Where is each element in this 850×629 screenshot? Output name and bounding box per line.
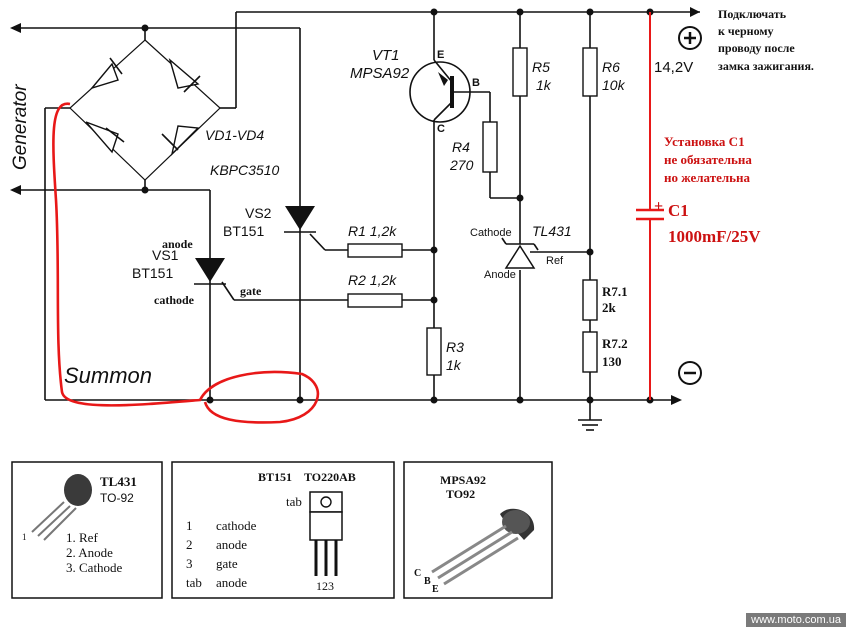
r7-2-value: 130 — [602, 354, 622, 369]
bt151-pin-num-3: 3 — [186, 556, 193, 571]
vt1-part-label: MPSA92 — [350, 65, 410, 82]
thyristor-vs1 — [194, 258, 226, 285]
r1-label: R1 1,2k — [348, 223, 397, 239]
tl431-pinout-title: TL431 — [100, 474, 137, 489]
mpsa92-pinout-title: MPSA92 — [440, 473, 486, 487]
resistor-r6 — [582, 47, 598, 97]
vs1-label: VS1 — [152, 247, 179, 263]
diode-icon — [161, 125, 200, 157]
note-line-3: проводу после — [718, 41, 795, 55]
pin-b-label: B — [472, 77, 480, 89]
watermark: www.moto.com.ua — [746, 613, 846, 627]
c1-note-line-1: Установка С1 — [664, 134, 745, 149]
bt151-tab-label: tab — [286, 494, 302, 509]
r7-1-label: R7.1 — [602, 284, 628, 299]
bt151-pin-name-tab: anode — [216, 575, 247, 590]
to92-package-icon — [31, 474, 92, 541]
resistor-r1 — [347, 243, 403, 258]
vs2-label: VS2 — [245, 205, 272, 221]
pinout-bt151-panel: BT151 TO220AB tab 123 1 cathode 2 anode … — [171, 461, 395, 599]
gate-label: gate — [240, 284, 262, 298]
r7-2-label: R7.2 — [602, 336, 628, 351]
r2-label: R2 1,2k — [348, 272, 397, 288]
c1-label: C1 — [668, 201, 689, 220]
vs1-part-label: BT151 — [132, 265, 173, 281]
voltage-label: 14,2V — [654, 59, 693, 76]
anode-label: anode — [162, 237, 193, 251]
to220-package-icon — [309, 491, 343, 576]
thyristor-vs2 — [284, 206, 316, 233]
r7-1-value: 2k — [602, 300, 617, 315]
tl431-pin-3: 3. Cathode — [66, 560, 123, 575]
tl431-ref-label: Ref — [546, 255, 564, 267]
resistor-r5 — [512, 47, 528, 97]
mpsa92-pinout-package: TO92 — [446, 487, 475, 501]
transistor-vt1 — [409, 59, 471, 123]
bt151-pinout-package: TO220AB — [304, 470, 356, 484]
r4-value: 270 — [449, 157, 474, 173]
summon-label: Summon — [64, 363, 152, 388]
tl431-pin-2: 2. Anode — [66, 545, 113, 560]
minus-terminal-icon — [678, 361, 702, 385]
mpsa92-pin-b: B — [424, 576, 431, 587]
tl431-label: TL431 — [532, 223, 572, 239]
r3-label: R3 — [446, 339, 464, 355]
pin-c-label: C — [437, 123, 445, 135]
capacitor-c1 — [636, 12, 664, 400]
note-line-1: Подключать — [718, 7, 787, 21]
tl431-pin-1: 1. Ref — [66, 530, 98, 545]
pinout-tl431-panel: 1 TL431 TO-92 1. Ref 2. Anode 3. Cathode — [11, 461, 163, 599]
c1-value: 1000mF/25V — [668, 227, 761, 246]
bt151-pin-name-3: gate — [216, 556, 238, 571]
pinout-mpsa92-panel: MPSA92 TO92 C B E — [403, 461, 553, 599]
diode-icon — [85, 121, 125, 154]
c1-note-line-3: но желательна — [664, 170, 751, 185]
r5-label: R5 — [532, 59, 550, 75]
r3-value: 1k — [446, 357, 462, 373]
cathode-label: cathode — [154, 293, 195, 307]
tl431-anode-label: Anode — [484, 269, 516, 281]
r5-value: 1k — [536, 77, 552, 93]
resistor-r7-1 — [582, 279, 598, 321]
mpsa92-pin-e: E — [432, 584, 439, 595]
tl431-regulator — [501, 228, 539, 269]
vs2-part-label: BT151 — [223, 223, 264, 239]
resistor-r4 — [482, 121, 498, 173]
wires — [10, 7, 700, 431]
tl431-cathode-label: Cathode — [470, 227, 512, 239]
diode-bridge — [69, 39, 221, 181]
mpsa92-pin-c: C — [414, 568, 421, 579]
diode-icon — [89, 57, 123, 90]
bridge-part-label: KBPC3510 — [210, 162, 279, 178]
bt151-pinout-title: BT151 — [258, 470, 292, 484]
diode-icon — [168, 57, 201, 93]
plus-terminal-icon — [678, 26, 702, 50]
to92-package-icon — [431, 508, 535, 586]
r6-label: R6 — [602, 59, 620, 75]
tl431-pin-mark: 1 — [22, 532, 27, 542]
pin-e-label: E — [437, 49, 444, 61]
note-line-2: к черному — [718, 24, 774, 38]
bt151-pin-name-2: anode — [216, 537, 247, 552]
c1-plus: + — [654, 198, 663, 215]
bt151-pin-num-tab: tab — [186, 575, 202, 590]
bt151-pin-name-1: cathode — [216, 518, 257, 533]
note-line-4: замка зажигания. — [718, 59, 814, 73]
bt151-pin-num-2: 2 — [186, 537, 193, 552]
red-highlight-loop — [52, 102, 320, 424]
resistor-r7-2 — [582, 331, 598, 373]
bridge-label: VD1-VD4 — [205, 127, 264, 143]
bt151-pin-row: 123 — [316, 579, 334, 593]
generator-label: Generator — [10, 84, 31, 170]
r6-value: 10k — [602, 77, 626, 93]
resistor-r2 — [347, 293, 403, 308]
vt1-label: VT1 — [372, 47, 400, 64]
tl431-pinout-package: TO-92 — [100, 491, 134, 505]
resistor-r3 — [426, 327, 442, 376]
bt151-pin-num-1: 1 — [186, 518, 193, 533]
c1-note-line-2: не обязательна — [664, 152, 752, 167]
r4-label: R4 — [452, 139, 470, 155]
